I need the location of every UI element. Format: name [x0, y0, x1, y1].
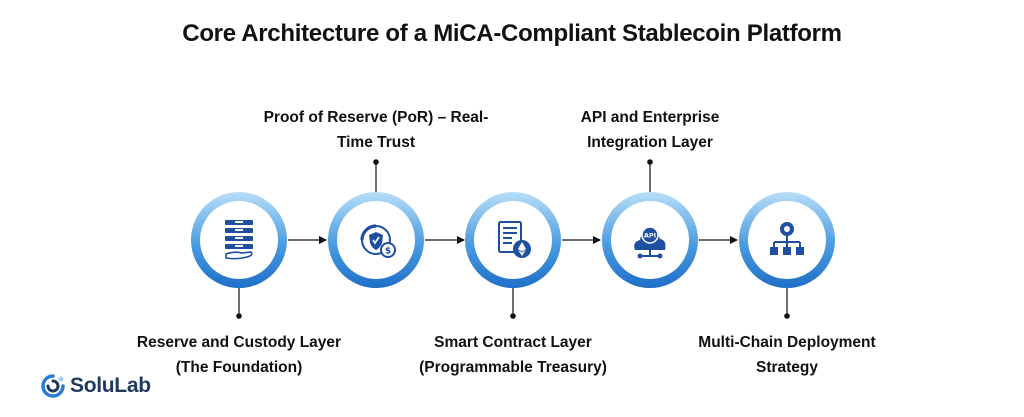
- brand-logo: SoluLab: [40, 374, 151, 398]
- step-label-4-line1: API and Enterprise: [580, 109, 720, 126]
- api-cloud-icon: API: [634, 226, 666, 259]
- connector-dot-5: [784, 313, 790, 319]
- connector-dot-4: [647, 159, 653, 165]
- step-label-5-line1: Multi-Chain Deployment: [698, 334, 876, 351]
- step-label-5: Multi-Chain Deployment Strategy: [667, 330, 907, 380]
- brand-name: SoluLab: [70, 374, 151, 397]
- step-label-3-line2: (Programmable Treasury): [419, 359, 607, 376]
- layered-vault-icon: [225, 220, 253, 260]
- step-label-4-line2: Integration Layer: [587, 134, 713, 151]
- step-label-2: Proof of Reserve (PoR) – Real- Time Trus…: [256, 105, 496, 155]
- step-node-4: API: [602, 192, 698, 288]
- step-label-2-line2: Time Trust: [336, 134, 416, 151]
- step-label-3: Smart Contract Layer (Programmable Treas…: [393, 330, 633, 380]
- svg-text:$: $: [385, 247, 391, 257]
- step-label-2-line1: Proof of Reserve (PoR) – Real-: [263, 109, 489, 126]
- step-node-3: [465, 192, 561, 288]
- step-node-1: [191, 192, 287, 288]
- step-label-3-line1: Smart Contract Layer: [434, 334, 592, 351]
- connector-dot-2: [373, 159, 379, 165]
- step-label-1-line1: Reserve and Custody Layer: [136, 334, 342, 351]
- connector-dot-1: [236, 313, 242, 319]
- step-label-1-line2: (The Foundation): [175, 359, 303, 376]
- diagram-title: Core Architecture of a MiCA-Compliant St…: [182, 20, 842, 47]
- shield-coin-icon: $: [360, 224, 396, 258]
- step-node-5: [739, 192, 835, 288]
- step-label-1: Reserve and Custody Layer (The Foundatio…: [119, 330, 359, 380]
- step-label-4: API and Enterprise Integration Layer: [530, 105, 770, 155]
- label-connectors: [236, 159, 790, 319]
- connector-dot-3: [510, 313, 516, 319]
- svg-text:API: API: [644, 232, 656, 240]
- network-hierarchy-icon: [770, 222, 804, 255]
- solulab-logo-icon: [41, 374, 65, 398]
- step-label-5-line2: Strategy: [755, 359, 819, 376]
- smart-contract-icon: [498, 221, 531, 258]
- step-node-2: $: [328, 192, 424, 288]
